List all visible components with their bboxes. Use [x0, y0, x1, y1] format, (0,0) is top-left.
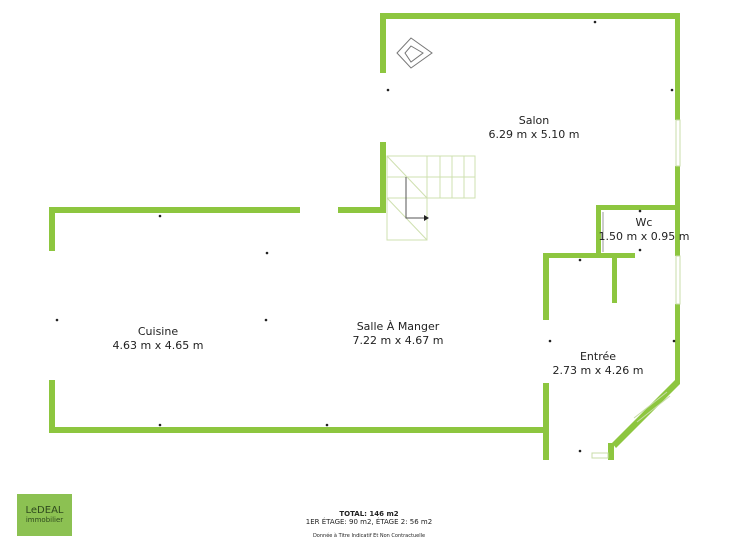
- room-name: Entrée: [579, 350, 617, 363]
- room-name: Wc: [635, 216, 653, 229]
- floor-areas: 1ER ÉTAGE: 90 m2, ÉTAGE 2: 56 m2: [305, 518, 433, 526]
- room-wc: Wc 1.50 m x 0.95 m: [599, 216, 690, 244]
- room-name: Salle À Manger: [356, 320, 440, 333]
- room-size: 6.29 m x 5.10 m: [488, 128, 580, 141]
- staircase: [386, 155, 476, 241]
- room-entree: Entrée 2.73 m x 4.26 m: [553, 350, 644, 378]
- fireplace-icon: [396, 37, 433, 69]
- room-size: 1.50 m x 0.95 m: [598, 230, 690, 243]
- logo-line1: LeDEAL: [25, 505, 64, 516]
- room-size: 2.73 m x 4.26 m: [552, 364, 644, 377]
- logo-line2: immobilier: [25, 516, 64, 524]
- room-size: 7.22 m x 4.67 m: [352, 334, 444, 347]
- company-logo: LeDEAL immobilier: [17, 494, 72, 536]
- room-cuisine: Cuisine 4.63 m x 4.65 m: [113, 325, 204, 353]
- arrow-head-icon: [424, 215, 429, 221]
- room-salle-a-manger: Salle À Manger 7.22 m x 4.67 m: [353, 320, 444, 348]
- windows: [591, 119, 681, 459]
- room-size: 4.63 m x 4.65 m: [112, 339, 204, 352]
- room-name: Salon: [518, 114, 550, 127]
- room-salon: Salon 6.29 m x 5.10 m: [489, 114, 580, 142]
- disclaimer: Donnée à Titre Indicatif Et Non Contract…: [312, 533, 426, 539]
- dimension-markers: [55, 20, 676, 453]
- room-name: Cuisine: [137, 325, 179, 338]
- total-area: TOTAL: 146 m2: [339, 510, 399, 518]
- stair-arrow: [405, 177, 424, 219]
- walls: [49, 13, 680, 460]
